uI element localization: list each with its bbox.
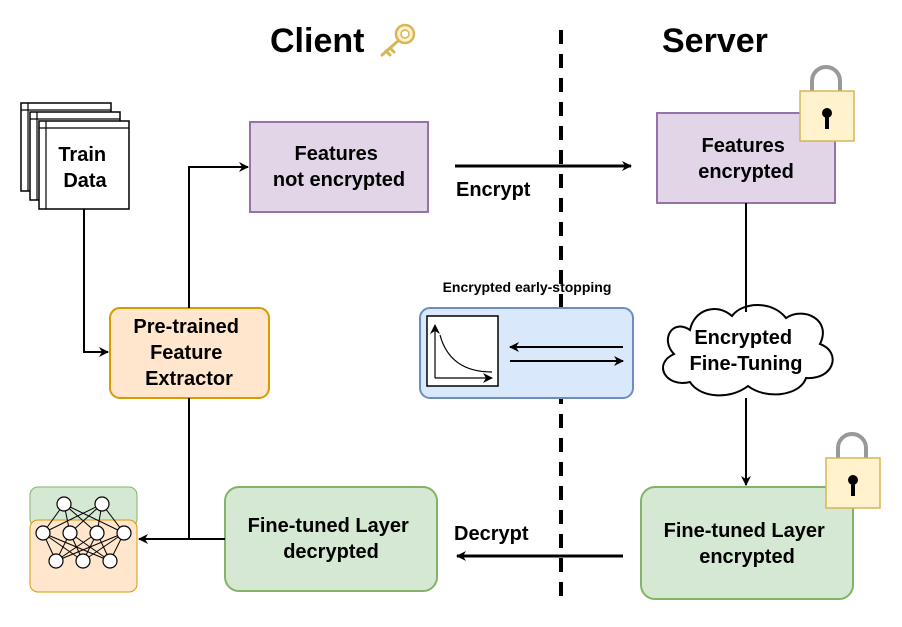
- fine-tuning-cloud: [662, 304, 834, 397]
- key-icon: [380, 23, 416, 57]
- neural-network-icon: [29, 486, 138, 593]
- train-data-label: Train Data: [58, 144, 111, 192]
- features-not-encrypted-label: Features not encrypted: [273, 143, 405, 191]
- encrypt-label: Encrypt: [456, 179, 531, 201]
- features-encrypted-box: [656, 112, 836, 204]
- layer-encrypted-label: Fine-tuned Layer encrypted: [664, 520, 831, 568]
- client-header: Client: [270, 22, 364, 60]
- layer-encrypted-box: [640, 486, 854, 600]
- padlock-icon: [825, 432, 881, 509]
- document-stack-icon: [20, 102, 130, 210]
- layer-decrypted-label: Fine-tuned Layer decrypted: [248, 515, 415, 563]
- feature-extractor-label: Pre-trained Feature Extractor: [133, 316, 244, 390]
- layer-decrypted-box: [224, 486, 438, 592]
- features-encrypted-label: Features encrypted: [698, 135, 794, 183]
- loss-curve-icon: [426, 315, 499, 387]
- fine-tuning-label: Encrypted Fine-Tuning: [690, 327, 803, 375]
- edge-extractor-to-features: [188, 162, 249, 308]
- padlock-icon: [799, 65, 855, 142]
- server-header: Server: [662, 22, 768, 60]
- early-stopping-label: Encrypted early-stopping: [443, 279, 612, 295]
- features-not-encrypted-box: [249, 121, 429, 213]
- decrypt-label: Decrypt: [454, 523, 529, 545]
- edge-train-to-extractor: [83, 209, 109, 357]
